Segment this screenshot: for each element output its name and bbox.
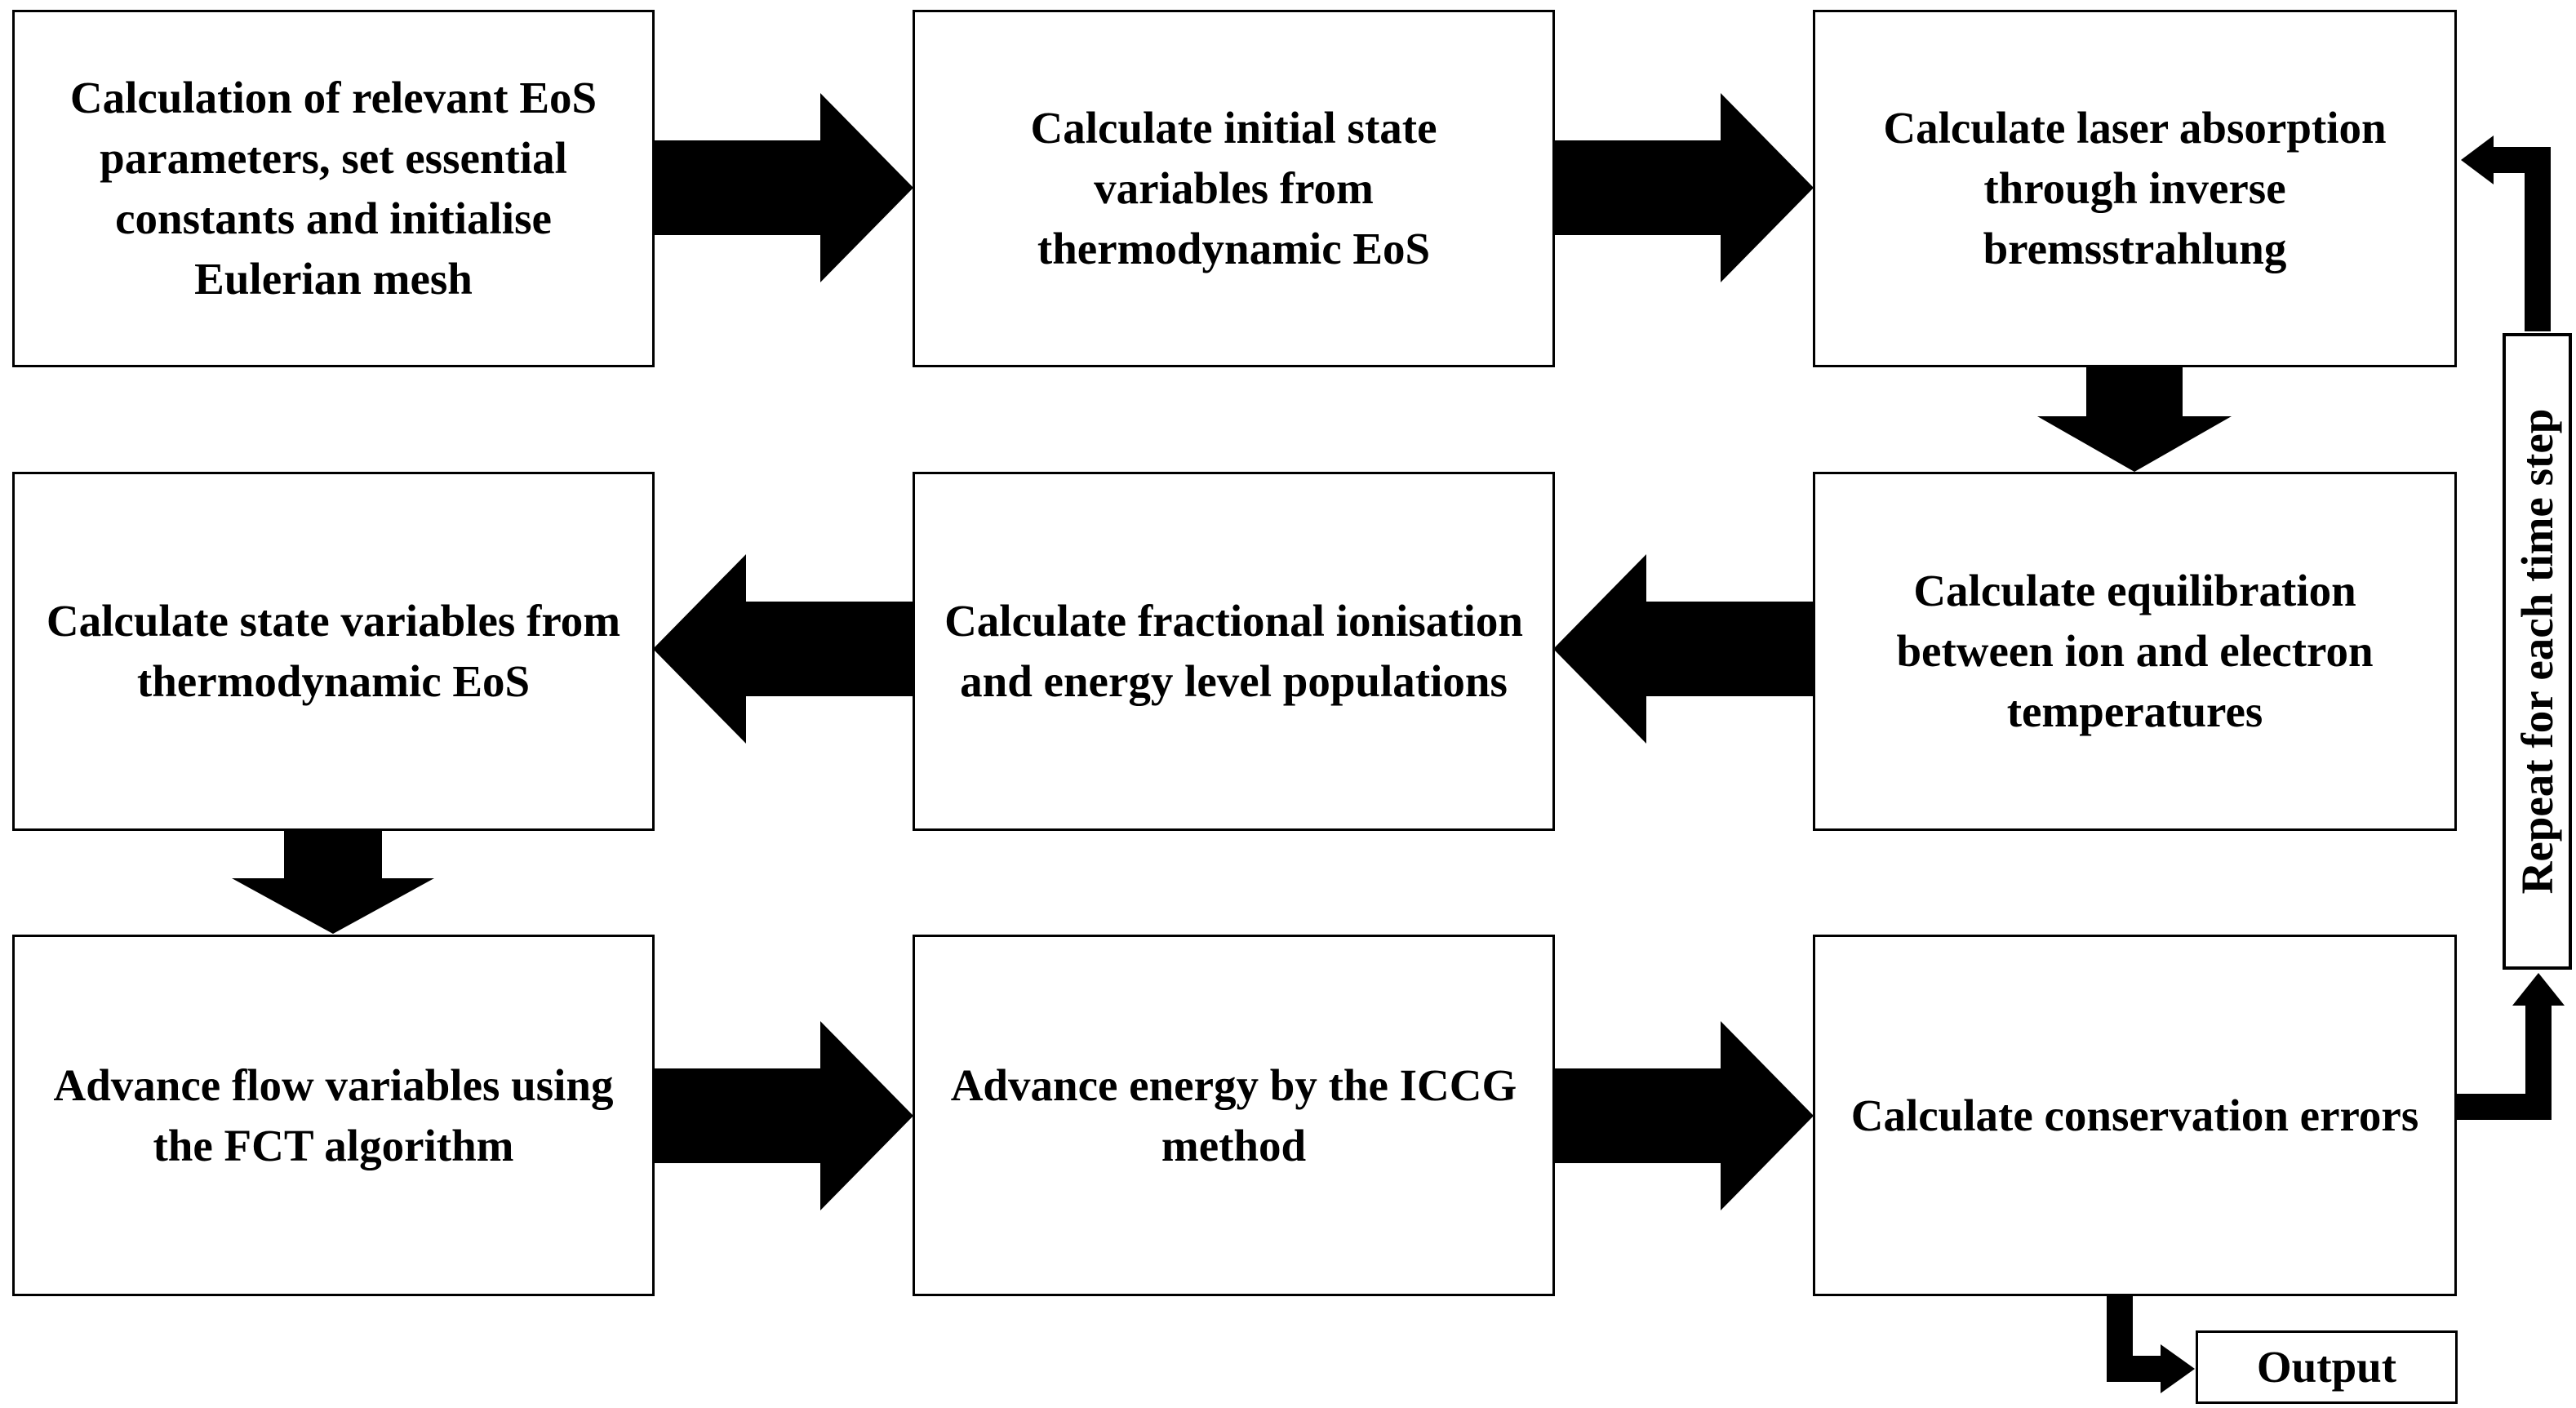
loop-arrow-upper-line	[2490, 147, 2551, 331]
step-text-2: Calculate initial state variables from t…	[1030, 103, 1437, 273]
arrow-down-s3-s4	[2037, 366, 2232, 472]
step-text-7: Advance flow variables using the FCT alg…	[53, 1059, 614, 1170]
arrow-right-s7-s8	[653, 1021, 913, 1210]
step-text-4: Calculate equilibration between ion and …	[1896, 566, 2374, 736]
loop-arrow-lower-head	[2512, 973, 2565, 1006]
step-text-8: Advance energy by the ICCG method	[950, 1059, 1517, 1170]
arrow-left-s4-s5	[1553, 554, 1814, 744]
step-box-2: Calculate initial state variables from t…	[913, 10, 1555, 367]
step-text-1: Calculation of relevant EoS parameters, …	[69, 73, 597, 304]
step-box-3: Calculate laser absorption through inver…	[1813, 10, 2457, 367]
arrow-right-s2-s3	[1553, 93, 1814, 282]
output-box: Output	[2196, 1330, 2458, 1404]
step-box-7: Advance flow variables using the FCT alg…	[12, 935, 655, 1296]
loop-label: Repeat for each time step	[2512, 408, 2562, 895]
arrow-right-s1-s2	[653, 93, 913, 282]
loop-arrow-lower-line	[2456, 1004, 2552, 1120]
arrow-right-s8-s9	[1553, 1021, 1814, 1210]
step-text-6: Calculate state variables from thermodyn…	[46, 596, 621, 706]
step-text-9: Calculate conservation errors	[1850, 1090, 2419, 1140]
step-box-1: Calculation of relevant EoS parameters, …	[12, 10, 655, 367]
output-arrow-line	[2107, 1296, 2164, 1382]
output-arrow-head	[2161, 1344, 2195, 1393]
step-box-4: Calculate equilibration between ion and …	[1813, 472, 2457, 831]
loop-label-box: Repeat for each time step	[2503, 333, 2572, 970]
output-label: Output	[2256, 1342, 2397, 1392]
step-box-6: Calculate state variables from thermodyn…	[12, 472, 655, 831]
loop-arrow-upper-head	[2461, 135, 2494, 184]
step-box-9: Calculate conservation errors	[1813, 935, 2457, 1296]
arrow-left-s5-s6	[653, 554, 913, 744]
arrow-down-s6-s7	[232, 829, 434, 934]
step-box-8: Advance energy by the ICCG method	[913, 935, 1555, 1296]
step-text-3: Calculate laser absorption through inver…	[1883, 103, 2387, 273]
step-text-5: Calculate fractional ionisation and ener…	[944, 596, 1523, 706]
step-box-5: Calculate fractional ionisation and ener…	[913, 472, 1555, 831]
